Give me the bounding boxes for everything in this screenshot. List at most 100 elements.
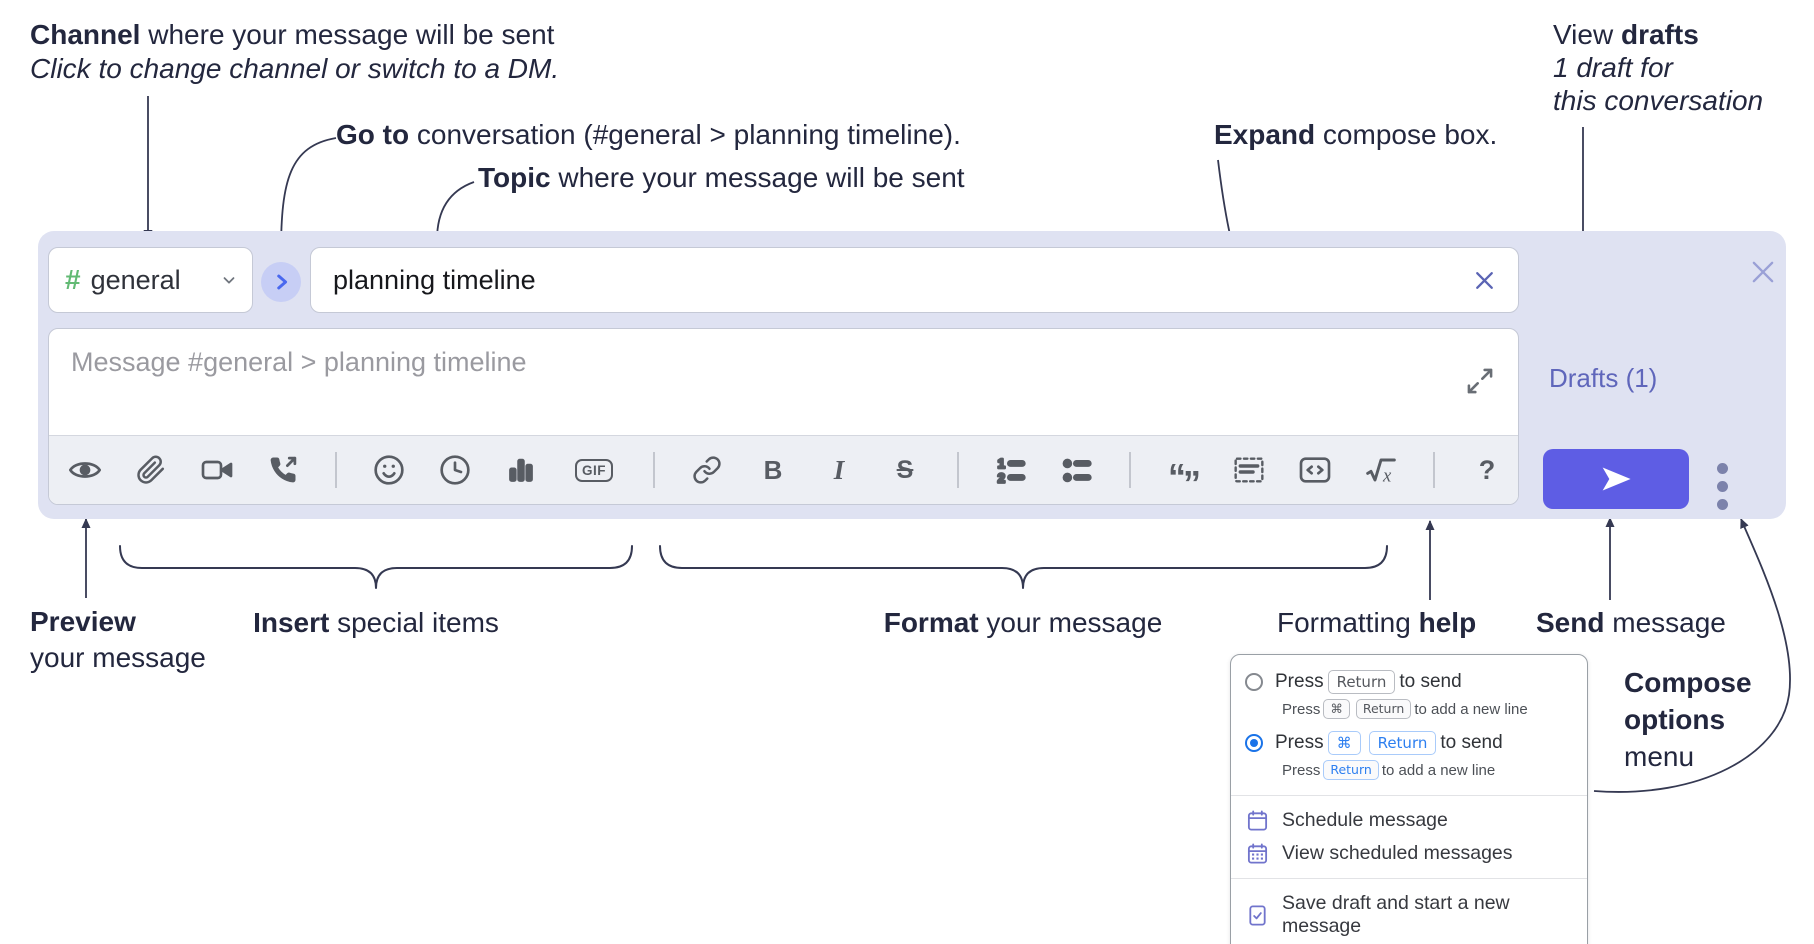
global-time-button[interactable] (439, 454, 471, 486)
toolbar-divider (1129, 452, 1131, 488)
audio-call-button[interactable] (267, 454, 299, 486)
bold-button[interactable]: B (757, 454, 789, 486)
compose-options-menu: Press Return to send Press ⌘ Return to a… (1230, 654, 1588, 944)
channel-name: general (90, 264, 181, 295)
goto-annotation: Go to conversation (#general > planning … (336, 119, 961, 150)
link-button[interactable] (691, 454, 723, 486)
topic-annotation: Topic where your message will be sent (478, 162, 965, 193)
numbered-list-icon: 12 (996, 455, 1026, 486)
emoji-button[interactable] (373, 454, 405, 486)
menu-divider (1231, 795, 1587, 796)
channel-selector[interactable]: # general (48, 247, 253, 313)
quote-icon: “” (1168, 456, 1201, 504)
expand-icon (1467, 368, 1493, 394)
calendar-icon (1247, 810, 1268, 831)
return-key: Return (1368, 731, 1437, 755)
compose-box: # general planning timeline Message #gen… (38, 231, 1786, 519)
strikethrough-icon: S (896, 455, 914, 484)
formatting-help-button[interactable]: ? (1471, 454, 1503, 486)
return-key: Return (1327, 670, 1396, 694)
phone-call-icon (270, 456, 297, 483)
message-compose-area: Message #general > planning timeline (48, 328, 1519, 505)
paper-plane-icon (1602, 467, 1631, 491)
return-key: Return (1323, 760, 1379, 780)
dot (1717, 481, 1728, 492)
cmd-key: ⌘ (1323, 699, 1350, 719)
topic-input[interactable]: planning timeline (310, 247, 1519, 313)
send-button[interactable] (1543, 449, 1689, 509)
drafts-link[interactable]: Drafts (1) (1549, 363, 1658, 393)
code-icon (1299, 457, 1331, 483)
spoiler-button[interactable] (1233, 454, 1265, 486)
clear-topic-button[interactable] (1471, 267, 1498, 294)
close-compose-button[interactable] (1746, 255, 1780, 289)
math-button[interactable]: x (1365, 454, 1397, 486)
video-call-button[interactable] (201, 454, 233, 486)
radio-checked-icon[interactable] (1245, 734, 1263, 752)
menu-item-view-scheduled-messages[interactable]: View scheduled messages (1231, 837, 1587, 870)
view-drafts-annotation: View drafts 1 draft for this conversatio… (1553, 19, 1764, 116)
menu-item-save-draft[interactable]: Save draft and start a new message (1231, 887, 1587, 943)
send-shortcut-option-cmd-enter-hint: Press Return to add a new line (1282, 760, 1496, 780)
draft-check-icon (1249, 904, 1266, 926)
menu-item-schedule-message[interactable]: Schedule message (1231, 804, 1587, 837)
paperclip-icon (137, 455, 165, 484)
brace-format (659, 545, 1388, 589)
chevron-down-icon (220, 271, 238, 289)
gif-icon: GIF (575, 458, 613, 482)
chevron-right-icon (277, 274, 288, 290)
question-mark-icon: ? (1478, 454, 1496, 485)
math-icon: x (1366, 458, 1396, 486)
bold-icon: B (763, 454, 783, 485)
format-annotation: Format your message (883, 607, 1163, 638)
preview-button[interactable] (69, 454, 101, 486)
channel-annotation: Channel where your message will be sent … (30, 19, 560, 84)
italic-button[interactable]: I (823, 454, 855, 486)
dot (1717, 499, 1728, 510)
expand-compose-button[interactable] (1466, 367, 1494, 395)
bulleted-list-button[interactable] (1061, 454, 1093, 486)
cmd-key: ⌘ (1327, 731, 1361, 755)
clock-icon (440, 455, 470, 485)
bulleted-list-icon (1062, 458, 1092, 483)
bar-chart-icon (509, 458, 533, 482)
close-icon (1752, 261, 1774, 283)
toolbar-divider (653, 452, 655, 488)
menu-divider (1231, 878, 1587, 879)
spoiler-icon (1234, 457, 1264, 483)
radio-unchecked-icon[interactable] (1245, 673, 1263, 691)
send-annotation: Send message (1536, 607, 1726, 638)
poll-button[interactable] (505, 454, 537, 486)
video-camera-icon (201, 460, 233, 480)
toolbar-divider (957, 452, 959, 488)
svg-text:2: 2 (998, 471, 1005, 486)
code-button[interactable] (1299, 454, 1331, 486)
send-shortcut-option-cmd-enter[interactable]: Press ⌘ Return to send (1231, 726, 1587, 760)
send-shortcut-option-enter[interactable]: Press Return to send (1231, 665, 1587, 699)
close-icon (1476, 271, 1493, 289)
message-input[interactable]: Message #general > planning timeline (71, 347, 527, 377)
dot (1717, 463, 1728, 474)
compose-options-annotation: Compose options menu (1624, 667, 1752, 772)
attach-file-button[interactable] (135, 454, 167, 486)
svg-text:1: 1 (998, 456, 1006, 471)
quote-button[interactable]: “” (1167, 454, 1201, 504)
preview-annotation: Preview your message (30, 606, 206, 673)
eye-icon (69, 462, 101, 478)
compose-options-menu-button[interactable] (1717, 463, 1728, 510)
formatting-help-annotation: Formatting help (1277, 607, 1477, 638)
svg-text:x: x (1382, 465, 1392, 486)
topic-value: planning timeline (333, 264, 536, 295)
brace-insert (119, 545, 633, 589)
strikethrough-button[interactable]: S (889, 454, 921, 486)
send-shortcut-option-enter-hint: Press ⌘ Return to add a new line (1282, 699, 1528, 719)
link-icon (693, 456, 721, 484)
go-to-conversation-button[interactable] (261, 262, 301, 302)
expand-annotation: Expand compose box. (1214, 119, 1498, 150)
gif-button[interactable]: GIF (571, 454, 617, 486)
insert-annotation: Insert special items (253, 607, 499, 638)
calendar-grid-icon (1247, 843, 1268, 864)
